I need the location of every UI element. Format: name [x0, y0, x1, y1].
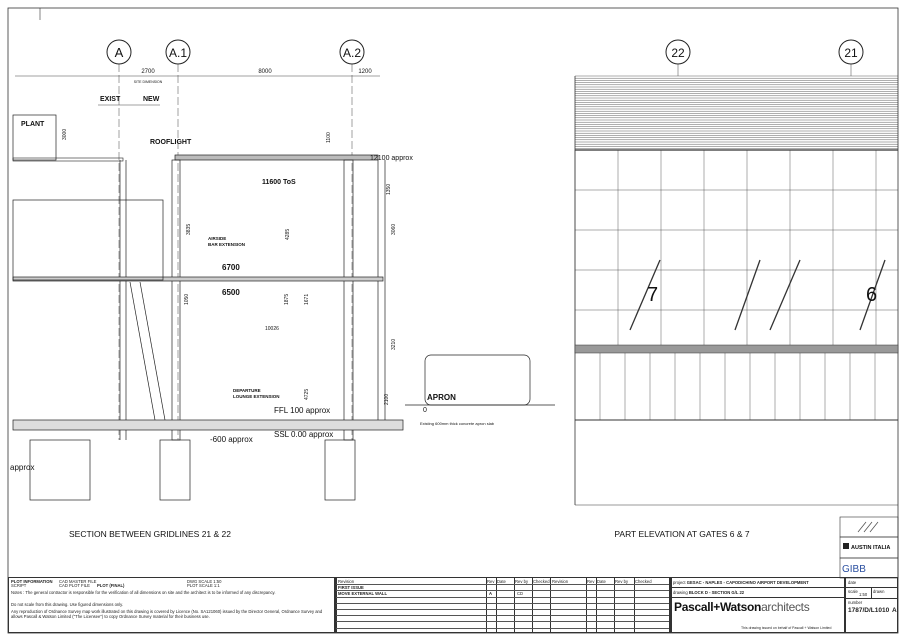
- svg-text:A.2: A.2: [343, 46, 361, 60]
- issued-note: This drawing issued on behalf of Pascall…: [741, 626, 832, 630]
- revision-cell: Checked: [533, 578, 550, 584]
- exist-label: EXIST: [100, 96, 121, 103]
- gridline-A1: A.1: [165, 39, 191, 440]
- level-6500: 6500: [222, 288, 240, 297]
- roof-level: 12100 approx: [370, 155, 413, 162]
- lounge-extension-label: LOUNGE EXTENSION: [233, 394, 280, 399]
- revision-cell: Revision: [338, 578, 355, 584]
- dim-1200: 1200: [358, 69, 372, 75]
- dim-8000: 8000: [258, 69, 272, 75]
- plot-info-label: PLOT INFORMATION: [11, 579, 53, 584]
- revision-cell: Revision: [552, 578, 569, 584]
- revision-cell: MOVE EXTERNAL WALL: [338, 591, 388, 596]
- svg-text:4285: 4285: [285, 229, 291, 240]
- firm-logo: Pascall+Watsonarchitects: [674, 600, 810, 614]
- drawing-name: BLOCK D - SECTION G/L 22: [688, 590, 745, 595]
- gridline-A: A: [106, 39, 132, 440]
- scale-label: scale: [848, 589, 858, 594]
- drawing-number: 1787/D/L1010: [848, 607, 890, 614]
- elevation-title: PART ELEVATION AT GATES 6 & 7: [614, 529, 750, 539]
- departure-label: DEPARTURE: [233, 388, 261, 393]
- plot-scale: PLOT SCALE 1:1: [187, 583, 220, 588]
- cad-master-label: CAD MASTER FILE: [59, 579, 97, 584]
- svg-text:1050: 1050: [184, 294, 190, 305]
- svg-text:22: 22: [671, 46, 685, 60]
- note-1: Notes : The general contractor is respon…: [11, 590, 276, 595]
- svg-text:A.1: A.1: [169, 46, 187, 60]
- gridline-A2: A.2: [339, 39, 365, 440]
- svg-text:0: 0: [423, 407, 427, 414]
- drawn-label: drawn: [873, 589, 885, 594]
- sheet-border: [7, 7, 899, 634]
- revision-cell: Checked: [635, 578, 652, 584]
- svg-text:10026: 10026: [265, 326, 279, 332]
- apron-slab-note: Existing 600mm thick concrete apron slab: [420, 421, 495, 426]
- revision-cell: FIRST ISSUE: [338, 584, 364, 590]
- plot-information-block: PLOT INFORMATION SCRIPT CAD MASTER FILE …: [8, 577, 335, 633]
- svg-text:2100: 2100: [384, 394, 390, 405]
- roof-slab: [174, 154, 379, 161]
- rooflight-label: ROOFLIGHT: [150, 139, 192, 146]
- svg-text:21: 21: [844, 46, 858, 60]
- approx-left: approx: [10, 463, 34, 472]
- project-label: project: [673, 580, 686, 585]
- dimension-texts: 3835 4285 3060 1350 1050 1875 1671 10026…: [184, 184, 397, 405]
- svg-text:1875: 1875: [284, 294, 290, 305]
- cad-plot-label: CAD PLOT FILE: [59, 583, 90, 588]
- gate-6-number: 6: [866, 284, 877, 306]
- number-label: number: [848, 600, 863, 605]
- svg-text:4725: 4725: [304, 389, 310, 400]
- script-label: SCRIPT: [11, 583, 27, 588]
- revision-cell: A: [489, 591, 493, 596]
- project-block: project GESAC - NAPLES - CAPODICHINO AIR…: [670, 577, 845, 633]
- consultant-logos: AUSTIN ITALIA GIBB: [839, 516, 899, 579]
- svg-text:3835: 3835: [186, 224, 192, 235]
- scale-value: 1:50: [859, 592, 868, 597]
- svg-text:1100: 1100: [326, 132, 332, 143]
- plant-box: [12, 114, 57, 161]
- bar-extension-label: BAR EXTENSION: [208, 242, 245, 247]
- revision-cell: Rev: [587, 578, 595, 584]
- apron-label: APRON: [427, 393, 456, 402]
- note-2: Do not scale from this drawing. Use figu…: [11, 602, 124, 607]
- revision-cell: Rev by: [615, 578, 629, 584]
- plant-label: PLANT: [21, 121, 45, 128]
- section-title: SECTION BETWEEN GRIDLINES 21 & 22: [69, 529, 231, 539]
- part-elevation: [574, 75, 899, 506]
- drawing-label: drawing: [673, 590, 688, 595]
- svg-text:3060: 3060: [391, 224, 397, 235]
- level-6700: 6700: [222, 263, 240, 272]
- revision-cell: Date: [497, 578, 506, 584]
- drawing-info-block: date scale 1:50 drawn number 1787/D/L101…: [845, 577, 898, 633]
- svg-text:3000: 3000: [62, 129, 68, 140]
- revision-cell: Date: [597, 578, 606, 584]
- drawing-revision: A: [892, 607, 897, 614]
- minus600-label: -600 approx: [210, 435, 253, 444]
- gate-7-number: 7: [647, 284, 658, 306]
- svg-text:1350: 1350: [386, 184, 392, 195]
- ssl-label: SSL 0.00 approx: [274, 430, 333, 439]
- gibb-logo: GIBB: [842, 564, 866, 575]
- svg-text:A: A: [115, 45, 124, 60]
- tos-label: 11600 ToS: [262, 179, 296, 186]
- new-label: NEW: [143, 96, 160, 103]
- svg-text:1671: 1671: [304, 294, 310, 305]
- ffl-label: FFL 100 approx: [274, 406, 330, 415]
- revision-cell: CD: [517, 591, 524, 596]
- plot-final: PLOT (FINAL): [97, 583, 125, 588]
- austin-italia-logo: AUSTIN ITALIA: [851, 545, 890, 551]
- gridline-21: 21: [838, 39, 864, 76]
- revision-cell: Rev by: [515, 578, 529, 584]
- site-dimension: SITE DIMENSION: [134, 80, 163, 84]
- dim-2700: 2700: [141, 69, 155, 75]
- note-3: Any reproduction of Ordnance Survey map …: [11, 609, 323, 619]
- gridline-22: 22: [665, 39, 691, 76]
- airside-label: AIRSIDE: [208, 236, 226, 241]
- date-label: date: [848, 580, 857, 585]
- svg-text:3210: 3210: [391, 339, 397, 350]
- project-name: GESAC - NAPLES - CAPODICHINO AIRPORT DEV…: [686, 580, 809, 585]
- revision-cell: Rev: [487, 578, 495, 584]
- dwg-scale: DWG SCALE 1:50: [187, 579, 222, 584]
